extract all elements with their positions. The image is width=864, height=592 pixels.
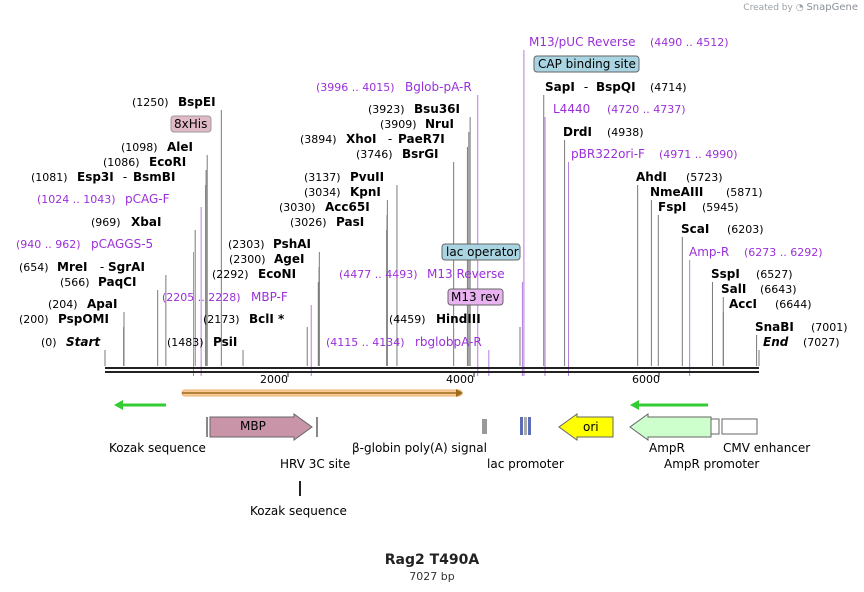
m13-rev-label: M13 rev: [451, 290, 500, 304]
site-esp3i: (1081)Esp3I - BsmBI: [31, 170, 175, 184]
primer-l4440: L4440(4720 .. 4737): [553, 102, 686, 116]
ampr-feature: [629, 413, 712, 441]
site-alei: (1098)AleI: [121, 140, 193, 154]
kozak2-marker: [299, 481, 301, 496]
site-connectors: [104, 95, 760, 366]
orf-ampr-arrow-icon: [630, 400, 639, 410]
ampr-promoter-feature: [710, 418, 720, 435]
site-sapi: SapI - BspQI(4714): [545, 80, 687, 94]
primer-connectors: [193, 50, 691, 376]
hrv-label: HRV 3C site: [280, 457, 350, 471]
site-kpni: (3034)KpnI: [304, 185, 381, 199]
primer-bglob-pa-r: (3996 .. 4015)Bglob-pA-R: [316, 80, 472, 94]
hrv-marker: [316, 417, 318, 437]
tick-label-2000: 2000: [260, 373, 288, 386]
cmv-enhancer-feature: [721, 418, 758, 435]
lac-operator-box: [441, 243, 521, 261]
tick-label-4000: 4000: [446, 373, 474, 386]
restriction-sites: (0)Start (200)PspOMI (204)ApaI (566)PaqC…: [19, 80, 848, 349]
primer-amp-r: Amp-R(6273 .. 6292): [689, 245, 823, 259]
site-econi: (2292)EcoNI: [212, 267, 296, 281]
snapgene-credit: Created by ◔ SnapGene: [743, 2, 858, 13]
sequence-backbone: 2000 4000 6000: [105, 367, 759, 386]
primer-mbp-f: (2205 .. 2228)MBP-F: [162, 290, 288, 304]
orf-indicators: [114, 389, 708, 410]
lac-operator-marker: [524, 417, 527, 435]
site-acc65i: (3030)Acc65I: [279, 200, 370, 214]
kozak1-label: Kozak sequence: [109, 441, 206, 455]
mbp-feature: [209, 413, 313, 441]
orf-right-arrow-icon: [456, 389, 463, 397]
m13-rev-box: [447, 288, 504, 306]
site-pshai: (2303)PshAI: [228, 237, 311, 251]
ampr-label: AmpR: [649, 441, 685, 455]
lac-promoter-label: lac promoter: [487, 457, 564, 471]
ori-label: ori: [583, 420, 599, 434]
lac-operator-label: lac operator: [446, 245, 519, 259]
primer-pcag-f: (1024 .. 1043)pCAG-F: [37, 192, 170, 206]
kozak1-marker: [206, 417, 208, 437]
mbp-label: MBP: [240, 419, 266, 433]
site-agei: (2300)AgeI: [229, 252, 304, 266]
cap-site-box: [533, 55, 640, 73]
his-tag-label: 8xHis: [174, 117, 207, 131]
snapgene-logo-icon: ◔: [795, 3, 804, 13]
site-acci: AccI(6644): [729, 297, 812, 311]
credit-brand: SnapGene: [806, 2, 858, 13]
site-snabi: SnaBI(7001): [755, 320, 848, 334]
site-bsu36i: (3923)Bsu36I: [368, 102, 460, 116]
site-mrei: (654)MreI - SgrAI: [19, 260, 145, 274]
site-scai: ScaI(6203): [681, 222, 764, 236]
site-fspi: FspI(5945): [658, 200, 739, 214]
primer-m13-puc-reverse: M13/pUC Reverse(4490 .. 4512): [529, 35, 729, 49]
site-paqci: (566)PaqCI: [60, 275, 136, 289]
tick-label-6000: 6000: [632, 373, 660, 386]
site-bspei: (1250)BspEI: [132, 95, 216, 109]
ori-feature: [558, 413, 614, 441]
map-length: 7027 bp: [409, 570, 455, 583]
cmv-label: CMV enhancer: [723, 441, 810, 455]
features: MBP ori Kozak sequence HRV 3C site Kozak…: [109, 413, 810, 518]
site-xhoi: (3894)XhoI - PaeR7I: [300, 132, 445, 146]
site-apai: (204)ApaI: [48, 297, 117, 311]
ampr-promoter-label: AmpR promoter: [664, 457, 759, 471]
site-end: End(7027): [763, 335, 840, 349]
site-nrui: (3909)NruI: [380, 117, 454, 131]
his-tag-box: [170, 115, 212, 133]
site-psii: (1483)PsiI: [167, 335, 237, 349]
site-bcli: (2173)BclI *: [203, 312, 285, 326]
boxed-labels: 8xHis lac operator M13 rev CAP binding s…: [170, 55, 640, 306]
site-bsrgi: (3746)BsrGI: [356, 147, 439, 161]
site-start: (0)Start: [41, 335, 101, 349]
site-sali: SalI(6643): [721, 282, 797, 296]
cap-site-label: CAP binding site: [538, 57, 636, 71]
bglobin-label: β-globin poly(A) signal: [352, 441, 487, 455]
site-ahdi: AhdI(5723): [636, 170, 723, 184]
primer-rbglobpa-r: (4115 .. 4134)rbglobpA-R: [326, 335, 482, 349]
credit-prefix: Created by: [743, 3, 793, 13]
primer-pbr322ori-f: pBR322ori-F(4971 .. 4990): [571, 147, 738, 161]
map-title: Rag2 T490A: [384, 552, 480, 568]
primer-m13-reverse: (4477 .. 4493)M13 Reverse: [339, 267, 505, 281]
site-drdi: DrdI(4938): [563, 125, 644, 139]
kozak2-label: Kozak sequence: [250, 504, 347, 518]
site-xbai: (969)XbaI: [91, 215, 161, 229]
site-pasi: (3026)PasI: [290, 215, 364, 229]
cap-marker: [528, 417, 531, 435]
orf-left-arrow-icon: [114, 400, 123, 410]
site-pvuii: (3137)PvuII: [304, 170, 384, 184]
primer-pcaggs-5: (940 .. 962)pCAGGS-5: [16, 237, 153, 251]
lac-promoter-marker: [520, 417, 523, 435]
site-ecori: (1086)EcoRI: [103, 155, 186, 169]
site-pspomi: (200)PspOMI: [19, 312, 109, 326]
site-nmeaiii: NmeAIII(5871): [650, 185, 763, 199]
site-hindiii: (4459)HindIII: [389, 312, 481, 326]
primers: (940 .. 962)pCAGGS-5 (1024 .. 1043)pCAG-…: [16, 35, 823, 349]
site-sspi: SspI(6527): [711, 267, 793, 281]
bglobin-marker: [482, 419, 487, 434]
